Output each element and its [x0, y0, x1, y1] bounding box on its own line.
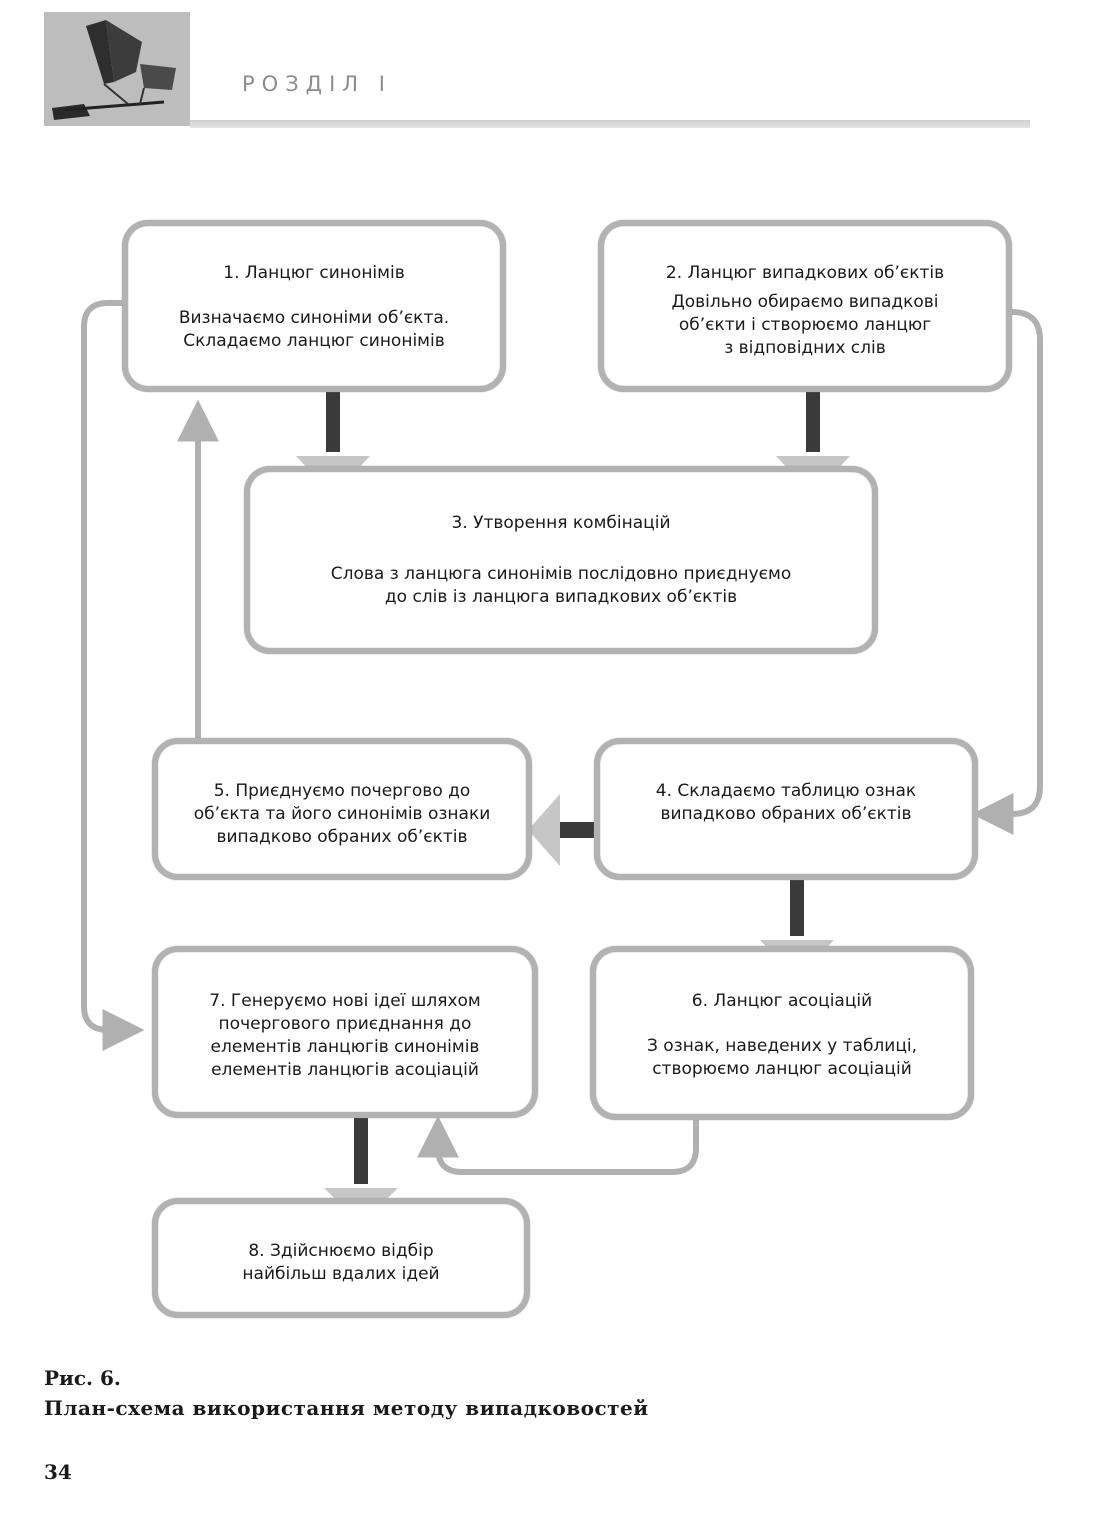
step-3-text-line-1: Слова з ланцюга синонімів послідовно при…	[330, 563, 792, 584]
step-2-text-line-3: з відповідних слів	[724, 337, 886, 358]
step-7-text-line-1: 7. Генеруємо нові ідеї шляхом	[209, 991, 481, 1011]
step-7-generate-ideas: 7. Генеруємо нові ідеї шляхом почерговог…	[152, 946, 538, 1118]
step-3-title: 3. Утворення комбінацій	[451, 513, 671, 533]
step-4-features-table: 4. Складаємо таблицю ознак випадково обр…	[594, 738, 978, 880]
step-2-text-line-1: Довільно обираємо випадкові	[671, 291, 939, 312]
figure-caption: План-схема використання методу випадково…	[44, 1396, 649, 1420]
step-3-combinations: 3. Утворення комбінацій Слова з ланцюга …	[244, 466, 878, 654]
step-2-title: 2. Ланцюг випадкових об’єктів	[665, 263, 945, 283]
step-1-title: 1. Ланцюг синонімів	[223, 263, 405, 283]
step-1-synonym-chain: 1. Ланцюг синонімів Визначаємо синоніми …	[122, 220, 506, 392]
step-5-attach-features: 5. Приєднуємо почергово до об’єкта та йо…	[152, 738, 532, 880]
page-number: 34	[44, 1460, 72, 1484]
step-8-text-line-1: 8. Здійснюємо відбір	[248, 1241, 434, 1261]
step-3-text-line-2: до слів із ланцюга випадкових об’єктів	[384, 586, 738, 607]
step-5-text-line-3: випадково обраних об’єктів	[216, 826, 468, 847]
figure-label: Рис. 6.	[44, 1366, 121, 1390]
step-1-text-line-2: Складаємо ланцюг синонімів	[183, 330, 445, 351]
step-5-text-line-2: об’єкта та його синонімів ознаки	[193, 803, 491, 824]
step-4-text-line-2: випадково обраних об’єктів	[660, 803, 912, 824]
step-7-text-line-2: почергового приєднання до	[218, 1013, 472, 1034]
section-title: РОЗДІЛ І	[242, 72, 392, 96]
step-4-text-line-1: 4. Складаємо таблицю ознак	[655, 781, 917, 801]
step-8-text-line-2: найбільш вдалих ідей	[242, 1263, 440, 1284]
flying-machine-icon	[44, 12, 190, 126]
header-divider	[190, 120, 1030, 128]
step-8-select-best-ideas: 8. Здійснюємо відбір найбільш вдалих іде…	[152, 1198, 530, 1318]
step-5-text-line-1: 5. Приєднуємо почергово до	[213, 781, 471, 801]
connector-b1-to-b7	[81, 300, 145, 1051]
step-2-text-line-2: об’єкти і створюємо ланцюг	[678, 314, 932, 335]
step-6-title: 6. Ланцюг асоціацій	[691, 991, 873, 1011]
step-6-text-line-1: З ознак, наведених у таблиці,	[646, 1035, 918, 1056]
connector-b6-to-b7	[417, 1115, 699, 1175]
step-6-text-line-2: створюємо ланцюг асоціацій	[652, 1058, 912, 1079]
step-7-text-line-4: елементів ланцюгів асоціацій	[211, 1059, 479, 1080]
step-6-association-chain: 6. Ланцюг асоціацій З ознак, наведених у…	[590, 946, 974, 1120]
step-7-text-line-3: елементів ланцюгів синонімів	[210, 1036, 480, 1057]
connector-b2-to-b4	[971, 309, 1043, 835]
step-1-text-line-1: Визначаємо синоніми об’єкта.	[178, 307, 450, 328]
step-2-random-objects-chain: 2. Ланцюг випадкових об’єктів Довільно о…	[598, 220, 1012, 392]
section-header-illustration	[44, 12, 190, 126]
